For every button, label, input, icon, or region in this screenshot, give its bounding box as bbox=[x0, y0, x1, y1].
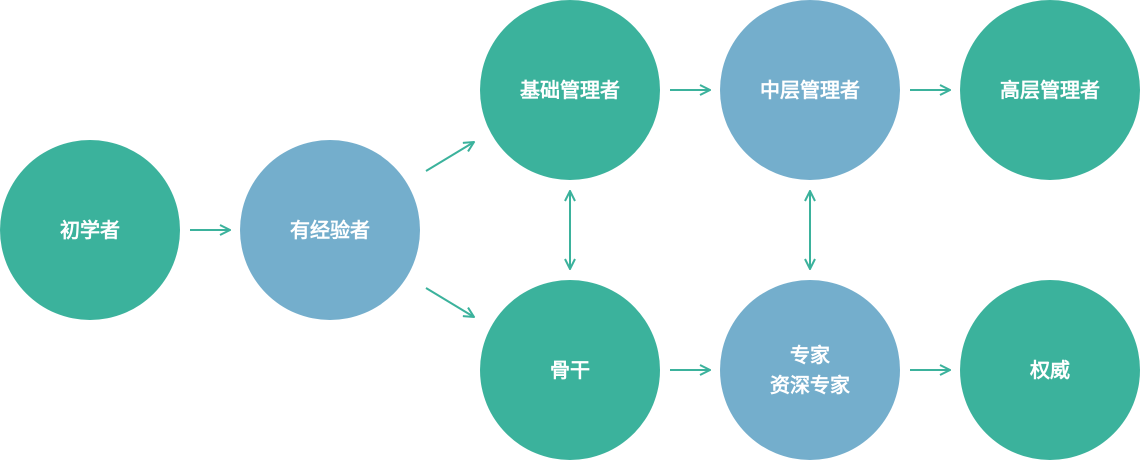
node-experienced-label: 有经验者 bbox=[290, 218, 370, 242]
node-middle-manager-label: 中层管理者 bbox=[760, 78, 860, 102]
node-expert-label-line2: 资深专家 bbox=[770, 373, 850, 397]
node-authority-label: 权威 bbox=[1030, 358, 1070, 382]
node-expert: 专家 资深专家 bbox=[720, 280, 900, 460]
arrow-experienced-to-backbone bbox=[425, 287, 474, 317]
node-senior-manager-label: 高层管理者 bbox=[1000, 78, 1100, 102]
node-beginner-label: 初学者 bbox=[60, 218, 120, 242]
node-experienced: 有经验者 bbox=[240, 140, 420, 320]
node-basic-manager: 基础管理者 bbox=[480, 0, 660, 180]
node-middle-manager: 中层管理者 bbox=[720, 0, 900, 180]
node-basic-manager-label: 基础管理者 bbox=[520, 78, 620, 102]
node-backbone: 骨干 bbox=[480, 280, 660, 460]
node-senior-manager: 高层管理者 bbox=[960, 0, 1140, 180]
arrow-experienced-to-basic-manager bbox=[425, 142, 474, 172]
node-backbone-label: 骨干 bbox=[550, 358, 590, 382]
node-beginner: 初学者 bbox=[0, 140, 180, 320]
node-authority: 权威 bbox=[960, 280, 1140, 460]
node-expert-label-line1: 专家 bbox=[790, 343, 830, 367]
